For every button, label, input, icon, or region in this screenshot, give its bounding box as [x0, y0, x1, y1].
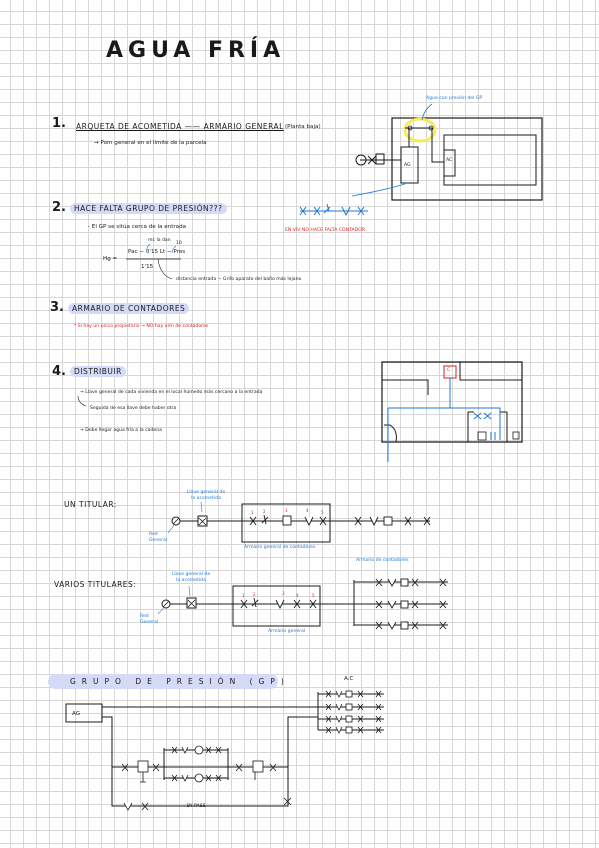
section-3-red-note: * Si hay un único propietario → NO hay a… — [74, 324, 209, 329]
un-titular-red-label: Red General — [149, 532, 168, 543]
plan-c-label: C — [447, 368, 451, 373]
formula-numerator: Pac − 0'15 Lt − Pres — [128, 249, 186, 255]
section-4-number: 4. — [52, 364, 66, 379]
da-box — [137, 760, 149, 773]
svg-text:4: 4 — [306, 508, 309, 513]
formula-lhs: Hg = — [103, 256, 118, 262]
section-1-number: 1. — [52, 116, 66, 131]
svg-text:5: 5 — [312, 593, 315, 598]
svg-text:2: 2 — [263, 509, 266, 514]
formula-denominator: 1'15 — [141, 264, 154, 270]
section-2-number: 2. — [52, 200, 66, 215]
section-1-heading: ARQUETA DE ACOMETIDA —— ARMARIO GENERAL — [76, 122, 284, 131]
page-title: AGUA FRÍA — [106, 38, 286, 63]
svg-text:3: 3 — [285, 508, 288, 513]
section-4-heading: DISTRIBUIR — [70, 366, 126, 377]
gp-ac-label: A.C — [344, 676, 354, 682]
varios-titulares-heading: VARIOS TITULARES: — [54, 580, 137, 589]
formula-top-note-left: mc la dan — [148, 238, 171, 243]
svg-text:5: 5 — [321, 510, 324, 515]
svg-text:3: 3 — [282, 591, 285, 596]
bp-box — [252, 760, 264, 773]
highlight-circle — [403, 117, 437, 143]
un-titular-armario-label: Armario general de contadores — [244, 545, 316, 550]
section-4-note-2: Seguida de esa llave debe haber otra — [90, 406, 177, 411]
section-4-note-1: → Llave general de cada vivienda en el l… — [80, 390, 263, 395]
un-titular-contadores-label: Armario de contadores — [356, 558, 409, 563]
building-outline — [391, 117, 543, 201]
formula-top-note-right: 10 — [176, 241, 182, 246]
gp-ag-label: AG — [72, 711, 81, 717]
section-2-note: - El GP se sitúa cerca de la entrada — [88, 224, 187, 230]
section-3-number: 3. — [50, 300, 64, 315]
blue-valve-line — [299, 203, 368, 217]
un-titular-heading: UN TITULAR: — [64, 500, 117, 509]
gp-heading-highlight — [48, 674, 278, 689]
formula-bottom-note: distancia entrada − Grifo aparato del ba… — [176, 277, 302, 282]
varios-titulares-red-label: Red General — [140, 614, 159, 625]
un-titular-llave-label: Llave general de la acometida — [186, 490, 226, 501]
section-2-heading: HACE FALTA GRUPO DE PRESIÓN??? — [70, 203, 227, 214]
section-1-note: → Pom general en el límite de la parcela — [94, 140, 207, 146]
section-3-heading: ARMARIO DE CONTADORES — [68, 303, 190, 314]
svg-text:2: 2 — [253, 592, 256, 597]
svg-text:4: 4 — [296, 593, 299, 598]
entry-valve-icon — [375, 153, 385, 165]
varios-titulares-llave-label: Llave general de la acometida — [171, 572, 211, 583]
gp-ag-box — [65, 703, 103, 723]
section-1-heading-note: (Planta baja) — [285, 124, 321, 130]
viv-red-note: EN VIV NO HACE FALTA CONTADOR — [285, 228, 366, 233]
svg-text:1: 1 — [242, 593, 245, 598]
gp-heading: GRUPO DE PRESIÓN (GP) — [70, 677, 290, 686]
ac-label: AC — [446, 158, 453, 163]
section-4-note-3: → Debe llegar agua fría a la cadena — [80, 428, 162, 433]
armario-general-box — [241, 503, 331, 543]
gp-callout: Agua con presión del GP — [426, 96, 483, 101]
svg-text:1: 1 — [251, 510, 254, 515]
entry-meter-icon — [355, 154, 367, 166]
ag-label: AG — [404, 163, 411, 168]
varios-titulares-armario-label: Armario general — [268, 629, 306, 634]
